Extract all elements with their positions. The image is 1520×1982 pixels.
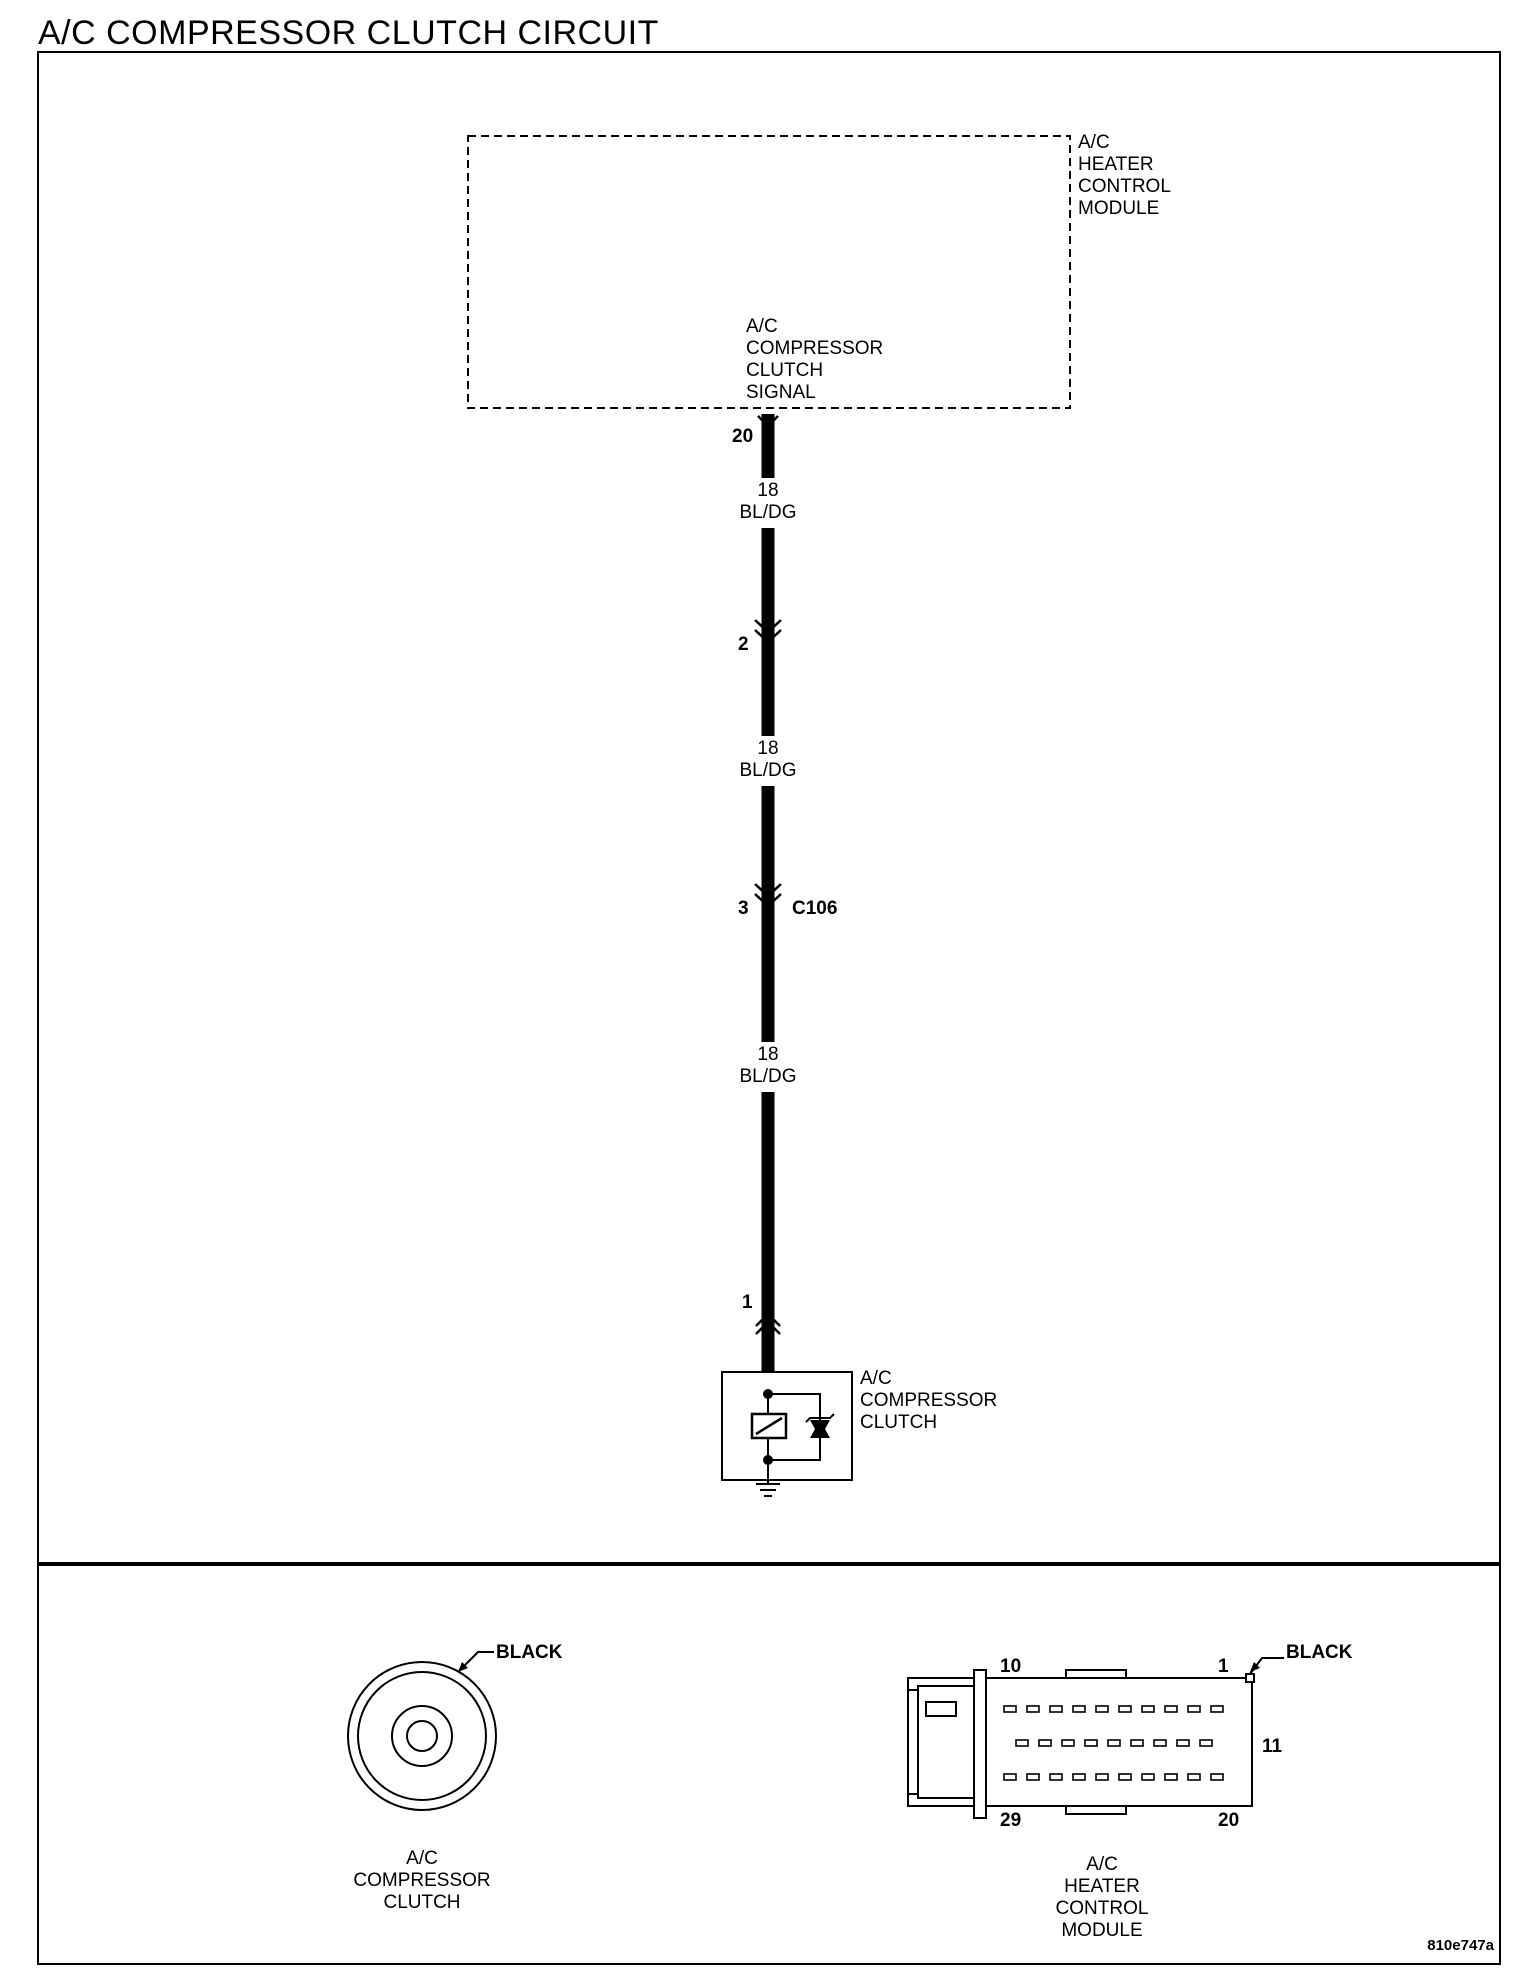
connector-cavity [1210, 1773, 1224, 1781]
svg-text:SIGNAL: SIGNAL [746, 382, 816, 403]
connector-cavity [1210, 1705, 1224, 1713]
cavity-number: 10 [1000, 1656, 1021, 1677]
inline-connector [754, 883, 782, 908]
svg-text:A/C: A/C [1078, 132, 1110, 153]
wire-label: 18 BL/DG [739, 738, 796, 781]
module-connector-view [907, 1657, 1284, 1819]
connector-cavity [1026, 1773, 1040, 1781]
connector-cavity [1049, 1705, 1063, 1713]
svg-text:COMPRESSOR: COMPRESSOR [860, 1390, 997, 1411]
diagram-frame [37, 51, 1501, 1965]
svg-text:BL/DG: BL/DG [739, 502, 796, 523]
connector-cavity [1153, 1739, 1167, 1747]
svg-text:18: 18 [757, 1044, 778, 1065]
svg-text:COMPRESSOR: COMPRESSOR [746, 338, 883, 359]
svg-text:18: 18 [757, 480, 778, 501]
svg-text:CONTROL: CONTROL [1056, 1898, 1149, 1919]
wire-label: 18 BL/DG [739, 480, 796, 523]
connector-pin-number: 2 [738, 634, 749, 655]
svg-text:A/C: A/C [1086, 1854, 1118, 1875]
connector-cavity [1015, 1739, 1029, 1747]
clutch-connector-view-label: A/C COMPRESSOR CLUTCH [353, 1848, 490, 1913]
svg-text:A/C: A/C [746, 316, 778, 337]
svg-text:A/C: A/C [860, 1368, 892, 1389]
module-connector-cavities [1003, 1705, 1224, 1781]
compressor-clutch-symbol [721, 1371, 853, 1497]
connector-cavity [1107, 1739, 1121, 1747]
connector-cavity [1072, 1773, 1086, 1781]
svg-text:MODULE: MODULE [1078, 198, 1159, 219]
connector-cavity [1164, 1773, 1178, 1781]
clutch-pin-number: 1 [742, 1292, 753, 1313]
connector-cavity [1003, 1705, 1017, 1713]
svg-text:CLUTCH: CLUTCH [746, 360, 823, 381]
connector-cavity [1141, 1773, 1155, 1781]
svg-text:HEATER: HEATER [1064, 1876, 1140, 1897]
svg-text:CLUTCH: CLUTCH [860, 1412, 937, 1433]
svg-text:COMPRESSOR: COMPRESSOR [353, 1870, 490, 1891]
connector-cavity [1003, 1773, 1017, 1781]
module-connector-color: BLACK [1286, 1642, 1353, 1663]
connector-cavity [1187, 1773, 1201, 1781]
module-pin-number: 20 [732, 426, 753, 447]
connector-cavity [1118, 1773, 1132, 1781]
clutch-connector [755, 1312, 781, 1335]
connector-cavity [1118, 1705, 1132, 1713]
cavity-number: 11 [1262, 1736, 1283, 1757]
cavity-number: 1 [1218, 1656, 1229, 1677]
connector-cavity [1049, 1773, 1063, 1781]
module-pin-terminal [757, 415, 779, 428]
connector-cavity [1199, 1739, 1213, 1747]
connector-id: C106 [792, 898, 837, 919]
connector-pin-number: 3 [738, 898, 749, 919]
cavity-number: 29 [1000, 1810, 1021, 1831]
module-connector-view-label: A/C HEATER CONTROL MODULE [1056, 1854, 1149, 1941]
figure-code: 810e747a [1427, 1937, 1494, 1954]
connector-cavity [1072, 1705, 1086, 1713]
connector-cavity [1095, 1705, 1109, 1713]
diagram-title: A/C COMPRESSOR CLUTCH CIRCUIT [38, 14, 659, 52]
cavity-number: 20 [1218, 1810, 1239, 1831]
module-signal-label: A/C COMPRESSOR CLUTCH SIGNAL [746, 316, 883, 403]
svg-text:CONTROL: CONTROL [1078, 176, 1171, 197]
connector-cavity [1176, 1739, 1190, 1747]
connector-cavity [1026, 1705, 1040, 1713]
module-name-label: A/C HEATER CONTROL MODULE [1078, 132, 1171, 219]
svg-text:18: 18 [757, 738, 778, 759]
svg-text:BL/DG: BL/DG [739, 1066, 796, 1087]
svg-text:CLUTCH: CLUTCH [383, 1892, 460, 1913]
compressor-clutch-label: A/C COMPRESSOR CLUTCH [860, 1368, 997, 1433]
clutch-connector-color: BLACK [496, 1642, 563, 1663]
wire-label: 18 BL/DG [739, 1044, 796, 1087]
heater-control-module-box [467, 135, 1071, 409]
svg-text:HEATER: HEATER [1078, 154, 1154, 175]
connector-cavity [1187, 1705, 1201, 1713]
connector-cavity [1164, 1705, 1178, 1713]
connector-cavity [1130, 1739, 1144, 1747]
connector-cavity [1061, 1739, 1075, 1747]
connector-cavity [1095, 1773, 1109, 1781]
inline-connector [754, 619, 782, 644]
connector-cavity [1038, 1739, 1052, 1747]
connector-cavity [1141, 1705, 1155, 1713]
clutch-connector-view [347, 1651, 497, 1811]
svg-text:BL/DG: BL/DG [739, 760, 796, 781]
svg-text:MODULE: MODULE [1061, 1920, 1142, 1941]
connector-cavity [1084, 1739, 1098, 1747]
svg-text:A/C: A/C [406, 1848, 438, 1869]
